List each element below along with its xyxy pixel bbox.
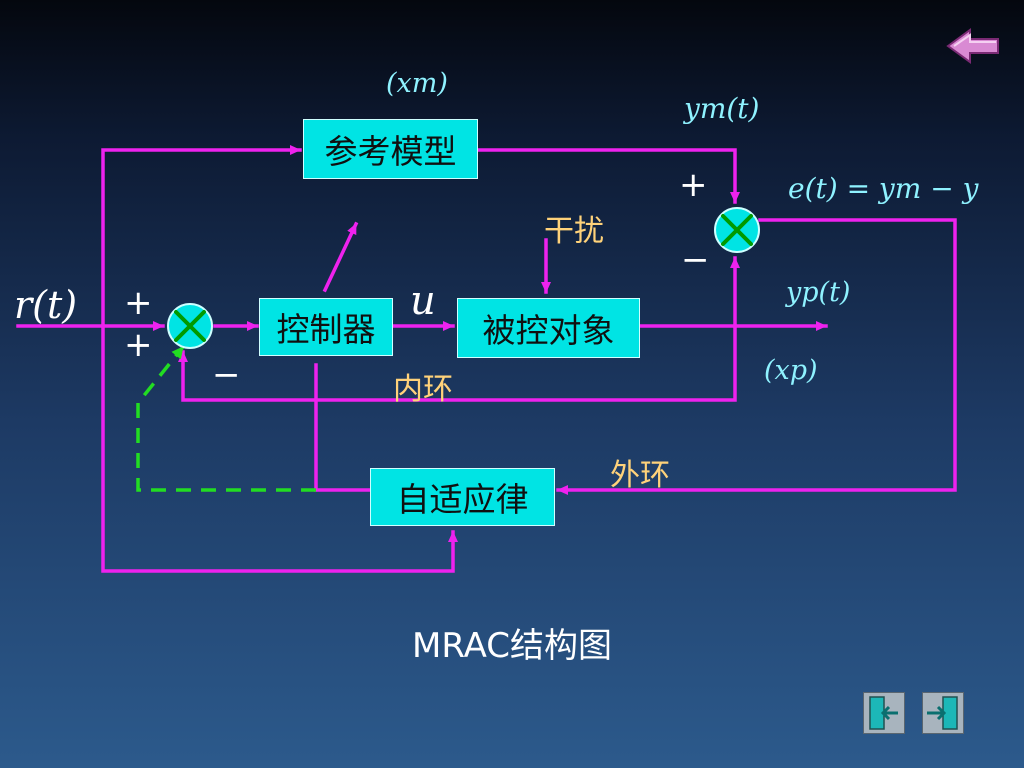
- inner-loop-label: 内环: [393, 372, 453, 407]
- control-signal-label: u: [410, 278, 436, 324]
- plant-block: 被控对象: [457, 298, 640, 358]
- sum1-top-sign: +: [124, 283, 153, 323]
- plant-output-label: yp(t): [786, 277, 851, 308]
- prev-slide-icon[interactable]: [863, 692, 905, 734]
- inner-loop-line: [178, 324, 737, 402]
- summing-junction-2: [714, 207, 760, 253]
- controller-block: 控制器: [259, 298, 393, 356]
- back-arrow-icon[interactable]: [946, 26, 1002, 66]
- model-output-line: [476, 148, 740, 204]
- dashed-adaptation-line: [136, 345, 316, 492]
- outer-loop-line: [556, 218, 957, 495]
- summing-junction-1: [167, 303, 213, 349]
- sum2-top-sign: +: [679, 165, 708, 205]
- diagram-caption: MRAC结构图: [412, 626, 612, 666]
- adaptive-to-controller-line: [314, 363, 372, 492]
- model-state-label: (xm): [386, 68, 448, 99]
- branch-to-reference-model: [101, 145, 302, 328]
- adaptation-arrow: [322, 221, 359, 293]
- model-output-label: ym(t): [684, 92, 760, 125]
- branch-to-adaptive-law: [101, 324, 458, 573]
- reference-model-block: 参考模型: [303, 119, 478, 179]
- next-slide-icon[interactable]: [922, 692, 964, 734]
- adaptive-law-block: 自适应律: [370, 468, 555, 526]
- sum2-bottom-sign: −: [681, 240, 710, 280]
- reference-input-label: r(t): [14, 283, 78, 327]
- sum1-bottom-sign: −: [212, 355, 241, 395]
- outer-loop-label: 外环: [610, 458, 670, 493]
- disturbance-label: 干扰: [544, 214, 604, 249]
- sum1-left-sign: +: [124, 325, 153, 365]
- error-label: e(t) = ym − y: [788, 172, 979, 205]
- plant-state-label: (xp): [764, 355, 818, 386]
